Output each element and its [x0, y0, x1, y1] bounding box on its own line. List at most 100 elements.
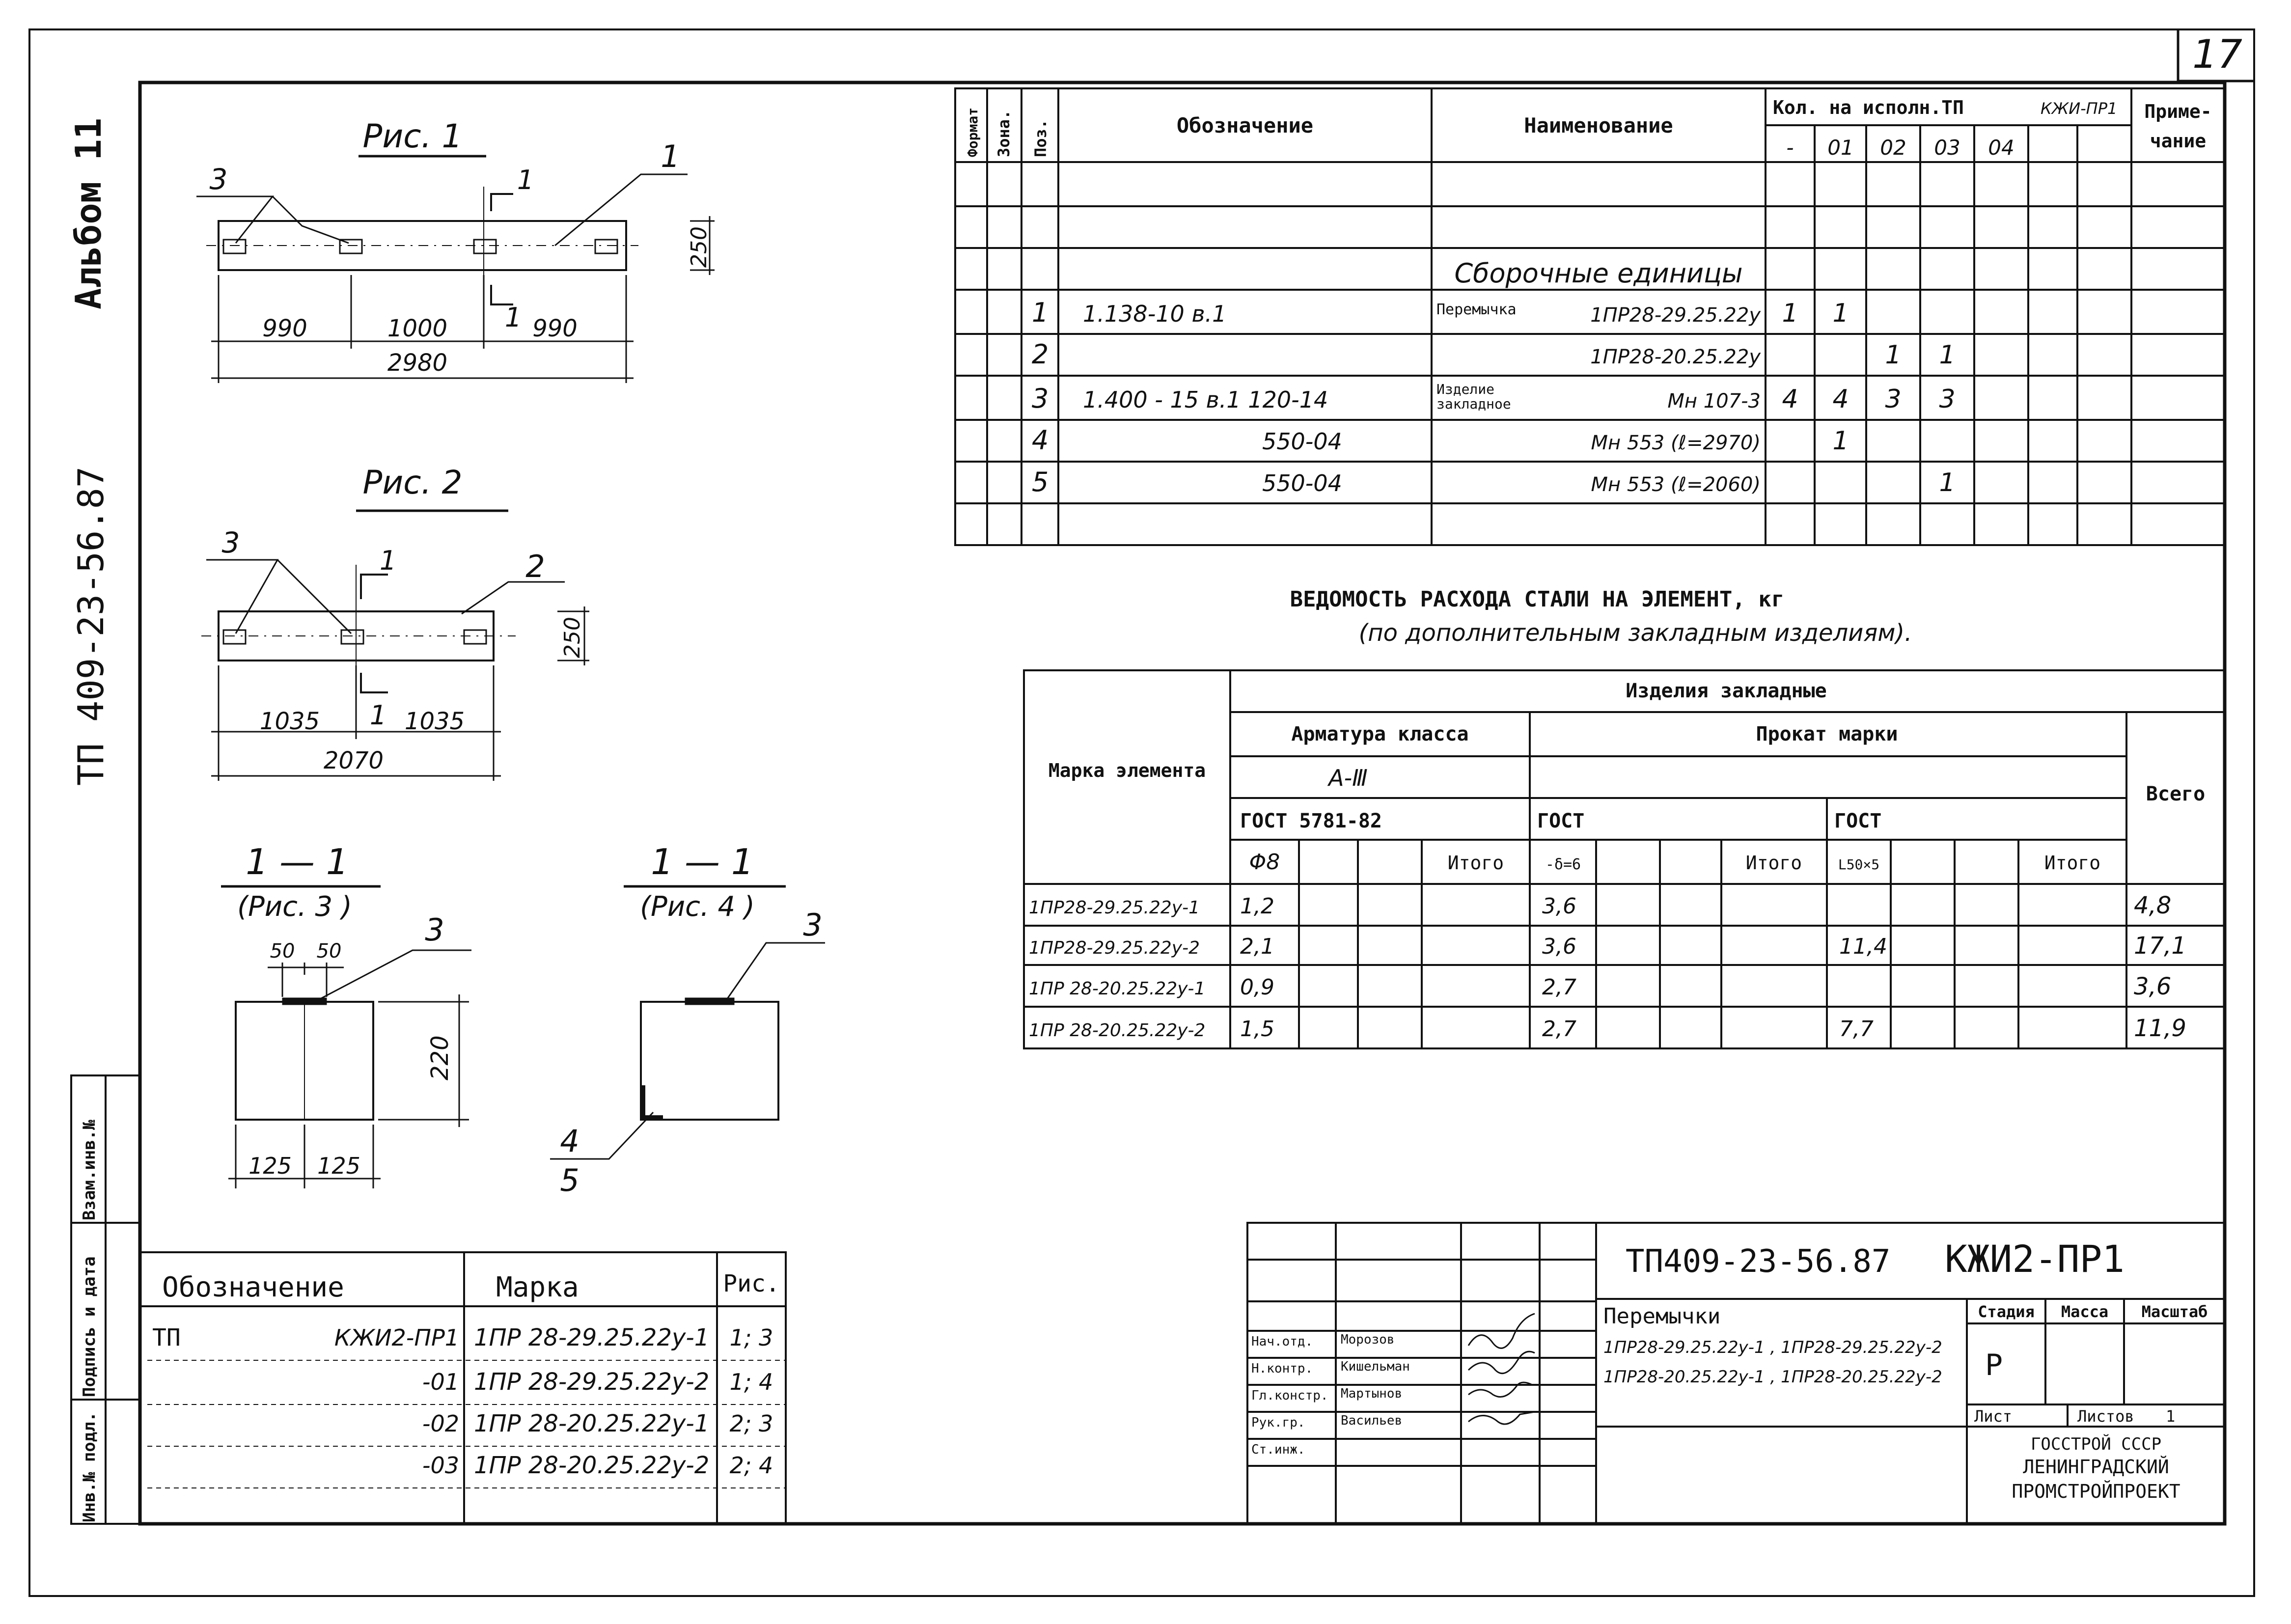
spec-row-name: 1ПР28-29.25.22у	[1590, 304, 1761, 327]
steel-h-gost1: ГОСТ 5781-82	[1240, 810, 1382, 832]
steel-h-itogo-1: Итого	[1448, 852, 1504, 874]
spec-h-designation: Обозначение	[1177, 113, 1313, 138]
marks-h-fig: Рис.	[723, 1270, 780, 1297]
project-code-vertical: ТП 409-23-56.87	[70, 467, 111, 786]
steel-row-mark: 1ПР28-29.25.22у-1	[1029, 898, 1200, 918]
spec-row-name-prefix-2: закладное	[1436, 396, 1511, 412]
steel-row-total: 17,1	[2134, 932, 2186, 960]
fig1-dim-1: 990	[262, 315, 307, 342]
steel-row-total: 3,6	[2134, 973, 2171, 1000]
marks-row-fig: 1; 3	[730, 1324, 773, 1351]
spec-row-name: Мн 107-3	[1667, 390, 1761, 413]
page-number: 17	[2192, 31, 2242, 77]
tb-item-line1: 1ПР28-29.25.22у-1 , 1ПР28-29.25.22у-2	[1603, 1338, 1942, 1357]
fig2-dim-total: 2070	[324, 747, 384, 774]
spec-row-designation: 1.138-10 в.1	[1083, 301, 1226, 327]
marks-row-designation: -02	[422, 1410, 459, 1437]
tb-org2: ЛЕНИНГРАДСКИЙ	[2023, 1456, 2169, 1478]
steel-h-total: Всего	[2146, 783, 2205, 805]
steel-row-phi8: 0,9	[1240, 975, 1274, 1000]
tb-mass-h: Масса	[2061, 1302, 2108, 1321]
tb-sheet-h: Лист	[1974, 1407, 2012, 1426]
marks-row-fig: 2; 3	[730, 1410, 773, 1437]
fig2-callout-2: 2	[525, 549, 545, 584]
spec-variant-4: 04	[1988, 136, 2014, 160]
side-stamp	[70, 1074, 141, 1525]
signer-name: Васильев	[1341, 1413, 1402, 1428]
marks-row-mark: 1ПР 28-29.25.22у-2	[474, 1368, 709, 1396]
spec-variant-2: 02	[1880, 136, 1906, 160]
steel-subtitle: (по дополнительным закладным изделиям).	[1359, 619, 1912, 647]
marks-row-fig: 2; 4	[730, 1452, 773, 1479]
marks-table-grid	[139, 1251, 787, 1525]
marks-row-designation: -01	[422, 1369, 459, 1395]
signer-role: Рук.гр.	[1251, 1415, 1305, 1430]
spec-section-title: Сборочные единицы	[1454, 258, 1742, 289]
fig2-section-top: 1	[380, 545, 396, 576]
tb-item-line2: 1ПР28-20.25.22у-1 , 1ПР28-20.25.22у-2	[1603, 1367, 1942, 1387]
signer-role: Ст.инж.	[1251, 1442, 1305, 1457]
steel-row-angle: 7,7	[1839, 1017, 1874, 1042]
fig1-callout-3: 3	[210, 163, 228, 196]
fig2-dim-height: 250	[560, 617, 585, 658]
steel-row-plate: 3,6	[1542, 894, 1576, 919]
sec3-callout: 3	[425, 912, 444, 948]
sec3-dim-a: 50	[270, 940, 295, 963]
steel-row-plate: 2,7	[1542, 1017, 1576, 1042]
tb-scale-h: Масштаб	[2142, 1302, 2208, 1321]
title-block-grid	[1246, 1222, 2226, 1525]
signer-name: Кишельман	[1341, 1359, 1410, 1374]
spec-row-name-prefix: Изделие	[1436, 381, 1494, 397]
signatures	[1467, 1313, 1535, 1425]
spec-row-qty: 4	[1832, 385, 1849, 414]
spec-h-qty-code: КЖИ-ПР1	[2041, 99, 2117, 118]
tb-org3: ПРОМСТРОЙПРОЕКТ	[2012, 1481, 2180, 1502]
spec-row-qty: 1	[1939, 468, 1955, 497]
section-fig3: 1 — 1 (Рис. 3 ) 50 50 3 220 125 125	[221, 841, 471, 1188]
tb-sheets: 1	[2166, 1407, 2175, 1426]
steel-h-gost2: ГОСТ	[1537, 810, 1584, 832]
spec-row-designation: 1.400 - 15 в.1 120-14	[1083, 386, 1328, 413]
spec-row-pos: 3	[1032, 383, 1049, 414]
stamp-inv: Инв.№ подл.	[80, 1412, 99, 1522]
outer-frame	[28, 28, 2255, 1597]
marks-row-mark: 1ПР 28-20.25.22у-1	[474, 1410, 709, 1437]
marks-prefix: ТП	[152, 1324, 181, 1351]
fig1-title: Рис. 1	[363, 117, 463, 155]
fig1-dim-height: 250	[687, 226, 712, 268]
steel-row-phi8: 2,1	[1240, 934, 1274, 959]
spec-h-zone: Зона.	[994, 110, 1013, 157]
signer-role: Н.контр.	[1251, 1361, 1313, 1376]
fig2-dim-2: 1035	[405, 708, 465, 735]
signer-role: Гл.констр.	[1251, 1388, 1328, 1403]
section-fig4: 1 — 1 (Рис. 4 ) 3 4 5	[550, 841, 825, 1198]
fig1-section-bottom: 1	[505, 302, 522, 333]
fig2-dim-1: 1035	[260, 708, 320, 735]
sec4-subtitle: (Рис. 4 )	[640, 891, 755, 923]
signer-role: Нач.отд.	[1251, 1334, 1313, 1349]
spec-row-name: Мн 553 (ℓ=2060)	[1591, 473, 1761, 496]
signer-name: Морозов	[1341, 1332, 1395, 1347]
fig2-callout-3: 3	[222, 526, 240, 559]
album-label: Альбом 11	[68, 118, 109, 309]
steel-h-gost3: ГОСТ	[1834, 810, 1881, 832]
tb-stage-h: Стадия	[1978, 1302, 2035, 1321]
sec3-dim-w1: 125	[248, 1153, 292, 1179]
steel-row-mark: 1ПР28-29.25.22у-2	[1029, 938, 1200, 958]
steel-row-plate: 3,6	[1542, 934, 1576, 959]
marks-row-mark: 1ПР 28-20.25.22у-2	[474, 1452, 709, 1479]
steel-row-mark: 1ПР 28-20.25.22у-1	[1029, 979, 1205, 999]
steel-row-total: 11,9	[2134, 1015, 2186, 1042]
steel-row-angle: 11,4	[1839, 934, 1887, 959]
figure-2: Рис. 2 3 2 1 1 250 1035 1035 2070	[201, 464, 589, 781]
steel-row-mark: 1ПР 28-20.25.22у-2	[1029, 1020, 1205, 1041]
fig1-callout-1: 1	[661, 138, 680, 174]
sec4-callout: 3	[803, 907, 822, 943]
fig1-dim-2: 1000	[387, 315, 447, 342]
fig2-section-bottom: 1	[370, 700, 386, 731]
spec-row-qty: 1	[1782, 299, 1798, 328]
steel-h-plate: -δ=6	[1546, 856, 1581, 873]
steel-row-total: 4,8	[2134, 892, 2171, 919]
steel-h-itogo-3: Итого	[2044, 852, 2100, 874]
